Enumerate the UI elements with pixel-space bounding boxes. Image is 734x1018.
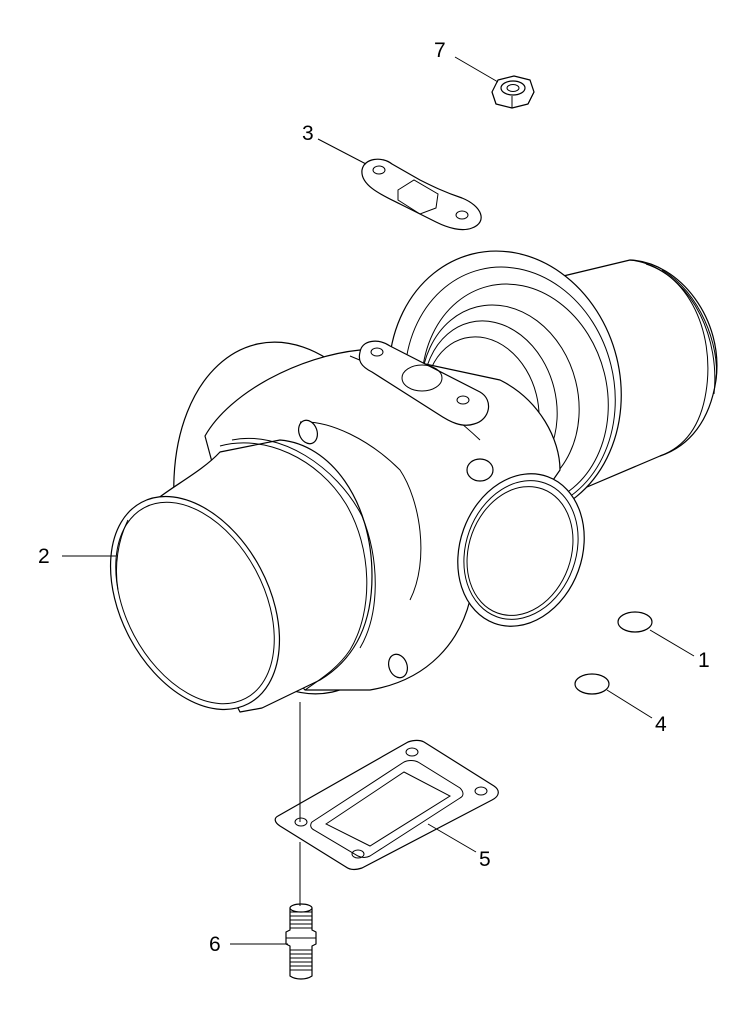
callout-3: 3 <box>302 122 314 145</box>
part-7-hex-nut[interactable] <box>491 75 535 109</box>
part-3-flange-gasket[interactable] <box>361 158 482 231</box>
leader-lines <box>62 56 695 945</box>
callout-6: 6 <box>209 933 221 956</box>
part-6-stud-bolt[interactable] <box>285 903 317 980</box>
leader-7 <box>454 56 499 83</box>
part-4-o-ring[interactable] <box>574 673 610 695</box>
callout-4: 4 <box>655 713 667 736</box>
part-1-o-ring[interactable] <box>617 611 653 633</box>
leader-1 <box>649 629 695 657</box>
callout-5: 5 <box>479 848 491 871</box>
callout-7: 7 <box>434 39 446 62</box>
leader-3 <box>317 138 367 165</box>
part-5-flange-gasket[interactable] <box>274 739 499 870</box>
callouts: 7 3 2 1 4 5 6 <box>38 39 710 956</box>
leader-5 <box>427 823 477 853</box>
leader-4 <box>606 689 653 719</box>
turbocharger-body[interactable] <box>76 226 718 738</box>
callout-1: 1 <box>698 649 710 672</box>
callout-2: 2 <box>38 545 50 568</box>
